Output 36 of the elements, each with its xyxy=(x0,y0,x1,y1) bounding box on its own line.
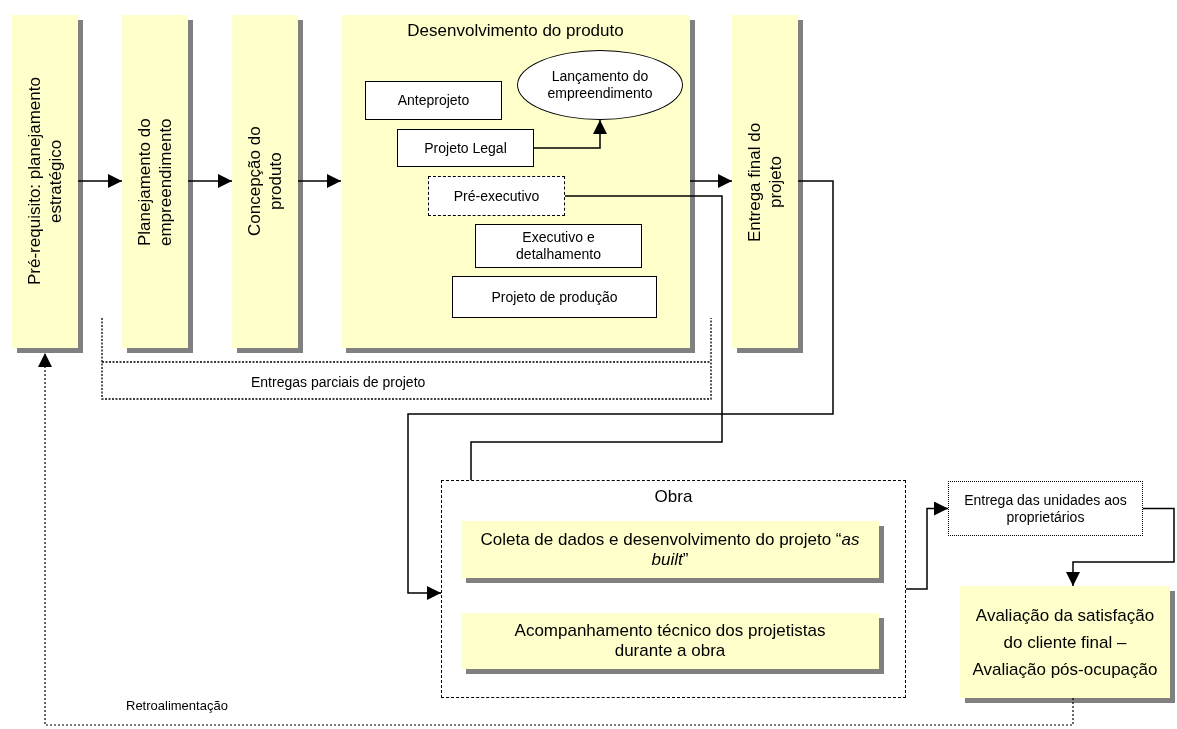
note-label: Retroalimentação xyxy=(126,698,228,713)
process-box xyxy=(948,481,1143,536)
arrow xyxy=(297,174,342,188)
arrow xyxy=(905,501,949,590)
bracket-box xyxy=(101,318,712,400)
arrow xyxy=(77,174,123,188)
box-label: Acompanhamento técnico dos projetistas durante a obra xyxy=(513,621,827,661)
process-box xyxy=(452,276,657,318)
feedback-arrow xyxy=(38,352,1074,726)
box-label: Anteprojeto xyxy=(396,92,471,109)
process-box xyxy=(475,224,642,268)
box-label: Entrega final do projeto xyxy=(744,120,786,244)
box-label: Coleta de dados e desenvolvimento do projeto “as built” xyxy=(479,529,861,570)
box-label: Pré-requisito: planejamento estratégico xyxy=(24,76,66,288)
arrow xyxy=(689,174,733,188)
arrow xyxy=(533,119,607,149)
box-label: Entrega das unidades aos proprietários xyxy=(963,491,1128,526)
arrow xyxy=(187,174,233,188)
box-label: Lançamento do empreendimento xyxy=(546,68,654,102)
box-label: Pré-executivo xyxy=(453,187,540,205)
box-label: Executivo e detalhamento xyxy=(515,229,602,263)
process-box xyxy=(428,176,565,216)
box-label: Avaliação da satisfação do cliente final – Avaliação pós-ocupação xyxy=(971,604,1159,681)
panel-heading: Desenvolvimento do produto xyxy=(406,21,625,41)
box-label: Entregas parciais de projeto xyxy=(251,374,426,390)
group-box xyxy=(441,480,906,698)
group-heading: Obra xyxy=(653,487,694,507)
box-label: Planejamento do empreendimento xyxy=(134,116,176,248)
process-box xyxy=(397,129,534,167)
arrow xyxy=(1066,507,1175,587)
connector-line xyxy=(470,195,723,481)
box-label: Projeto de produção xyxy=(490,288,619,306)
box-label: Projeto Legal xyxy=(423,139,508,157)
process-box xyxy=(365,81,502,120)
box-label: Concepção do produto xyxy=(244,125,286,239)
arrow xyxy=(407,180,834,600)
